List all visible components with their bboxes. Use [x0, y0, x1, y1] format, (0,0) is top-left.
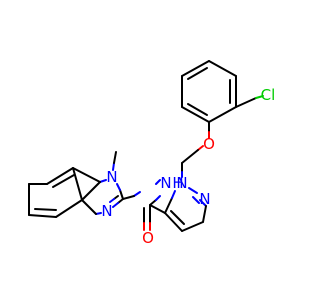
- atom-label-ether-o: O: [203, 135, 215, 153]
- bond: [72, 167, 101, 183]
- bond: [181, 106, 210, 123]
- bonds: [28, 60, 264, 232]
- bond: [155, 179, 161, 185]
- atom-label-chlorine: Cl: [261, 86, 276, 104]
- atom-labels: N H O N N O Cl N N: [101, 86, 275, 247]
- bond: [181, 149, 199, 164]
- bond: [28, 214, 57, 218]
- bond: [164, 212, 183, 232]
- atom-label-pyrazole-n2: N: [199, 190, 210, 208]
- bond: [255, 95, 264, 99]
- bond: [192, 196, 200, 204]
- atom-label-benzimidazole-n3: N: [101, 202, 112, 220]
- bond: [149, 204, 166, 214]
- bond: [149, 199, 157, 206]
- bond: [72, 167, 83, 201]
- atom-label-benzimidazole-n1: N: [106, 168, 117, 186]
- molecule-structure-diagram: N H O N N O Cl N N: [28, 60, 275, 247]
- bond: [187, 67, 208, 80]
- bond: [99, 179, 107, 183]
- bond: [155, 195, 161, 201]
- bond: [133, 191, 141, 197]
- bond: [170, 210, 185, 225]
- bond: [208, 60, 237, 77]
- bond: [109, 198, 115, 203]
- bond: [112, 162, 115, 171]
- bond: [187, 103, 208, 116]
- bond: [122, 195, 135, 200]
- atom-label-amide-n: N: [160, 174, 171, 192]
- bond: [181, 60, 210, 77]
- bond: [199, 199, 207, 207]
- atom-label-carbonyl-o: O: [142, 229, 154, 247]
- bond: [55, 199, 83, 218]
- bond: [119, 189, 124, 200]
- bond: [181, 221, 204, 232]
- bond: [46, 167, 74, 185]
- bond: [116, 183, 121, 191]
- bond: [52, 174, 75, 188]
- bond: [188, 187, 198, 194]
- bond: [235, 97, 257, 108]
- atom-label-pyrazole-n1: N: [176, 174, 187, 192]
- atom-label-amide-h: H: [172, 174, 183, 192]
- bond: [197, 145, 204, 151]
- bond: [112, 202, 119, 208]
- bond: [81, 181, 101, 201]
- bond: [113, 151, 117, 164]
- bond: [202, 205, 207, 223]
- bond: [208, 106, 237, 123]
- bond: [34, 208, 57, 211]
- bond: [81, 199, 97, 215]
- bond: [171, 190, 176, 199]
- bond: [117, 198, 124, 204]
- bond: [164, 197, 173, 214]
